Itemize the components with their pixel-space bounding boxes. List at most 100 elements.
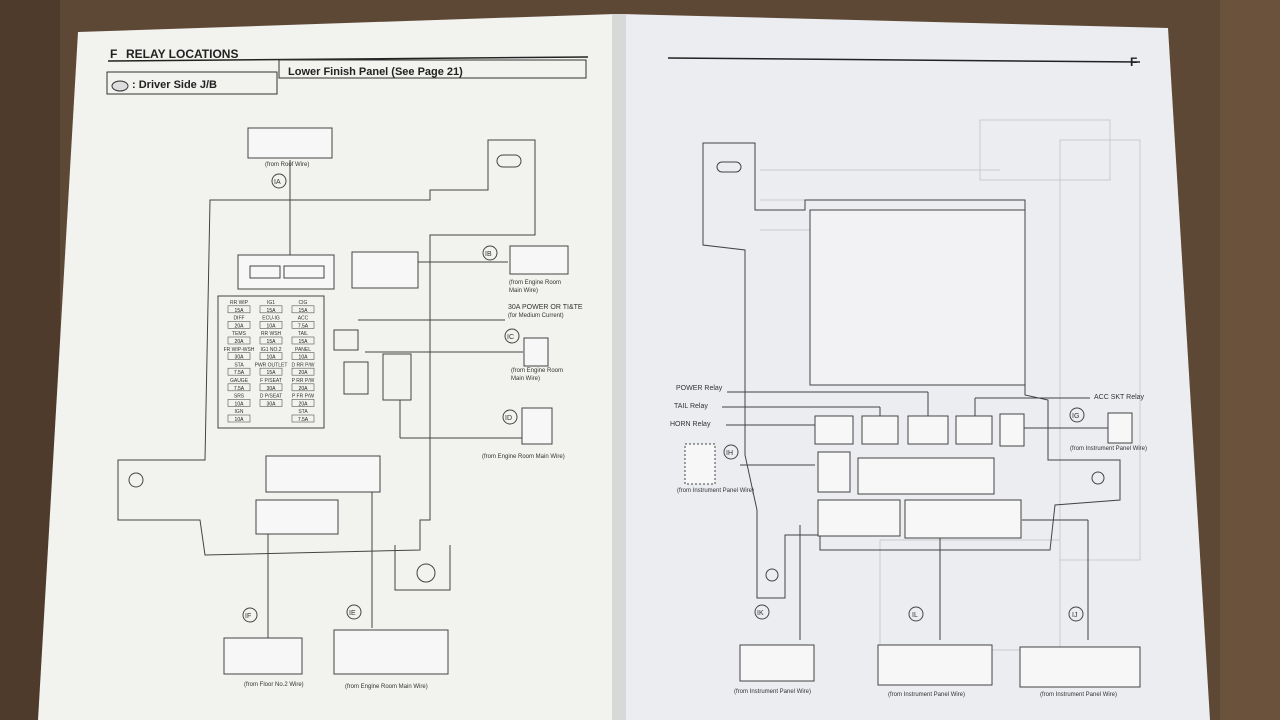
fuse-rating: 30A [235, 355, 245, 361]
fuse-name: STA [234, 362, 244, 368]
fuse-name: ECU-IG [262, 316, 280, 322]
page-title: RELAY LOCATIONS [126, 47, 238, 61]
connector-id-ib: IB [485, 251, 492, 258]
section-letter: F [110, 47, 117, 61]
fuse-name: ACC [298, 316, 309, 322]
wire-ih: (from Instrument Panel Wire) [677, 488, 754, 494]
wire-ig: (from Instrument Panel Wire) [1070, 446, 1147, 452]
connector-ia-top [247, 127, 333, 159]
fuse-slot [259, 367, 283, 376]
wire-ib-2: Main Wire) [509, 288, 538, 294]
mount-hole-left [128, 472, 144, 488]
relay-cover [809, 209, 1026, 386]
badge-ig [1069, 407, 1085, 423]
fuse-rating: 10A [235, 401, 245, 407]
wire-ie: (from Engine Room Main Wire) [345, 684, 428, 690]
wire-ia: (from Roof Wire) [265, 162, 309, 168]
connector-if [223, 637, 303, 675]
fuse-rating: 20A [299, 386, 309, 392]
right-mount-slot [716, 161, 742, 173]
badge-ib [482, 245, 498, 261]
fuse-slot [259, 352, 283, 360]
connector-il-socket [904, 499, 1022, 539]
fuse-rating: 10A [267, 355, 277, 361]
fuse-rating: 15A [267, 370, 277, 376]
connector-ik-socket [817, 499, 901, 537]
fuse-slot [227, 399, 251, 407]
fuse-slot [227, 305, 251, 314]
fuse-name: RR WSH [261, 331, 282, 337]
fuse-slot [259, 305, 283, 314]
pin-block [283, 265, 325, 279]
fuse-name: FR WIP-WSH [224, 347, 255, 353]
fuse-slot [291, 414, 315, 423]
fuse-rating: 7.5A [298, 417, 309, 423]
connector-id-ic: IC [507, 334, 514, 341]
connector-ic [523, 337, 549, 367]
connector-id-il: IL [912, 612, 918, 619]
connector-id-ik: IK [757, 610, 764, 617]
badge-ij [1068, 606, 1084, 622]
fuse-rating: 7.5A [234, 370, 245, 376]
fuse-name: P FR P/W [292, 394, 314, 400]
fuse-name: SRS [234, 394, 245, 400]
fuse-rating: 15A [299, 339, 309, 345]
relay-horn [814, 415, 854, 445]
fuse-name: GAUGE [230, 378, 249, 384]
left-labels: IA (from Roof Wire) IB (from Engine Room… [242, 162, 583, 690]
connector-ia-socket [237, 254, 335, 290]
relay-30a-line1: 30A POWER OR TI&TE [508, 304, 583, 311]
connector-if-socket [255, 499, 339, 535]
wire-ic-2: Main Wire) [511, 376, 540, 382]
connector-mid-socket [857, 457, 995, 495]
fuse-slot [291, 321, 315, 329]
right-mount-hole-bottom [765, 568, 779, 582]
wire-ib-1: (from Engine Room [509, 280, 561, 286]
fuse-name: TAIL [298, 331, 308, 337]
left-page [38, 14, 620, 720]
connector-id [521, 407, 553, 445]
connector-id-ih: IH [726, 450, 733, 457]
fuse-name: STA [298, 409, 308, 415]
connector-id-ig: IG [1072, 413, 1079, 420]
connector-il [877, 644, 993, 686]
fuse-name: CIG [299, 300, 308, 306]
badge-if [242, 607, 258, 623]
right-title-underline [667, 57, 1141, 63]
fuse-name: IGN [235, 409, 244, 415]
jb-box [106, 71, 278, 95]
wire-id: (from Engine Room Main Wire) [482, 454, 565, 460]
relay-acc-skt [955, 415, 993, 445]
right-section-letter: F [1130, 55, 1137, 69]
fuse-slot [259, 399, 283, 407]
fuse-rating: 30A [267, 386, 277, 392]
wire-ij: (from Instrument Panel Wire) [1040, 692, 1117, 698]
mount-hole-bottom [416, 563, 436, 583]
jb-label: : Driver Side J/B [132, 79, 217, 91]
fuse-block [217, 295, 325, 429]
connector-ig-socket [999, 413, 1025, 447]
connector-ie [333, 629, 449, 675]
jb-symbol-icon [111, 80, 129, 92]
table-edge-right [1220, 0, 1280, 720]
fuse-rating: 15A [299, 308, 309, 314]
fuse-rating: 10A [267, 323, 277, 329]
right-header: F [667, 55, 1141, 69]
jb-outline [117, 139, 536, 556]
fuse-slot [227, 336, 251, 345]
badge-ia [271, 173, 287, 189]
fuse-name: PWR OUTLET [255, 362, 288, 368]
fuse-name: P RR P/W [292, 378, 315, 384]
badge-il [908, 606, 924, 622]
fuse-rating: 20A [235, 339, 245, 345]
connector-ih-socket [817, 451, 851, 493]
fuse-rating: 7.5A [298, 323, 309, 329]
fuse-slot [291, 336, 315, 345]
relay-30a-line2: (for Medium Current) [508, 313, 564, 319]
fuse-rating: 30A [267, 401, 277, 407]
connector-ie-socket [265, 455, 381, 493]
relay-tail [861, 415, 899, 445]
badge-ik [754, 604, 770, 620]
label-horn-relay: HORN Relay [670, 421, 711, 428]
